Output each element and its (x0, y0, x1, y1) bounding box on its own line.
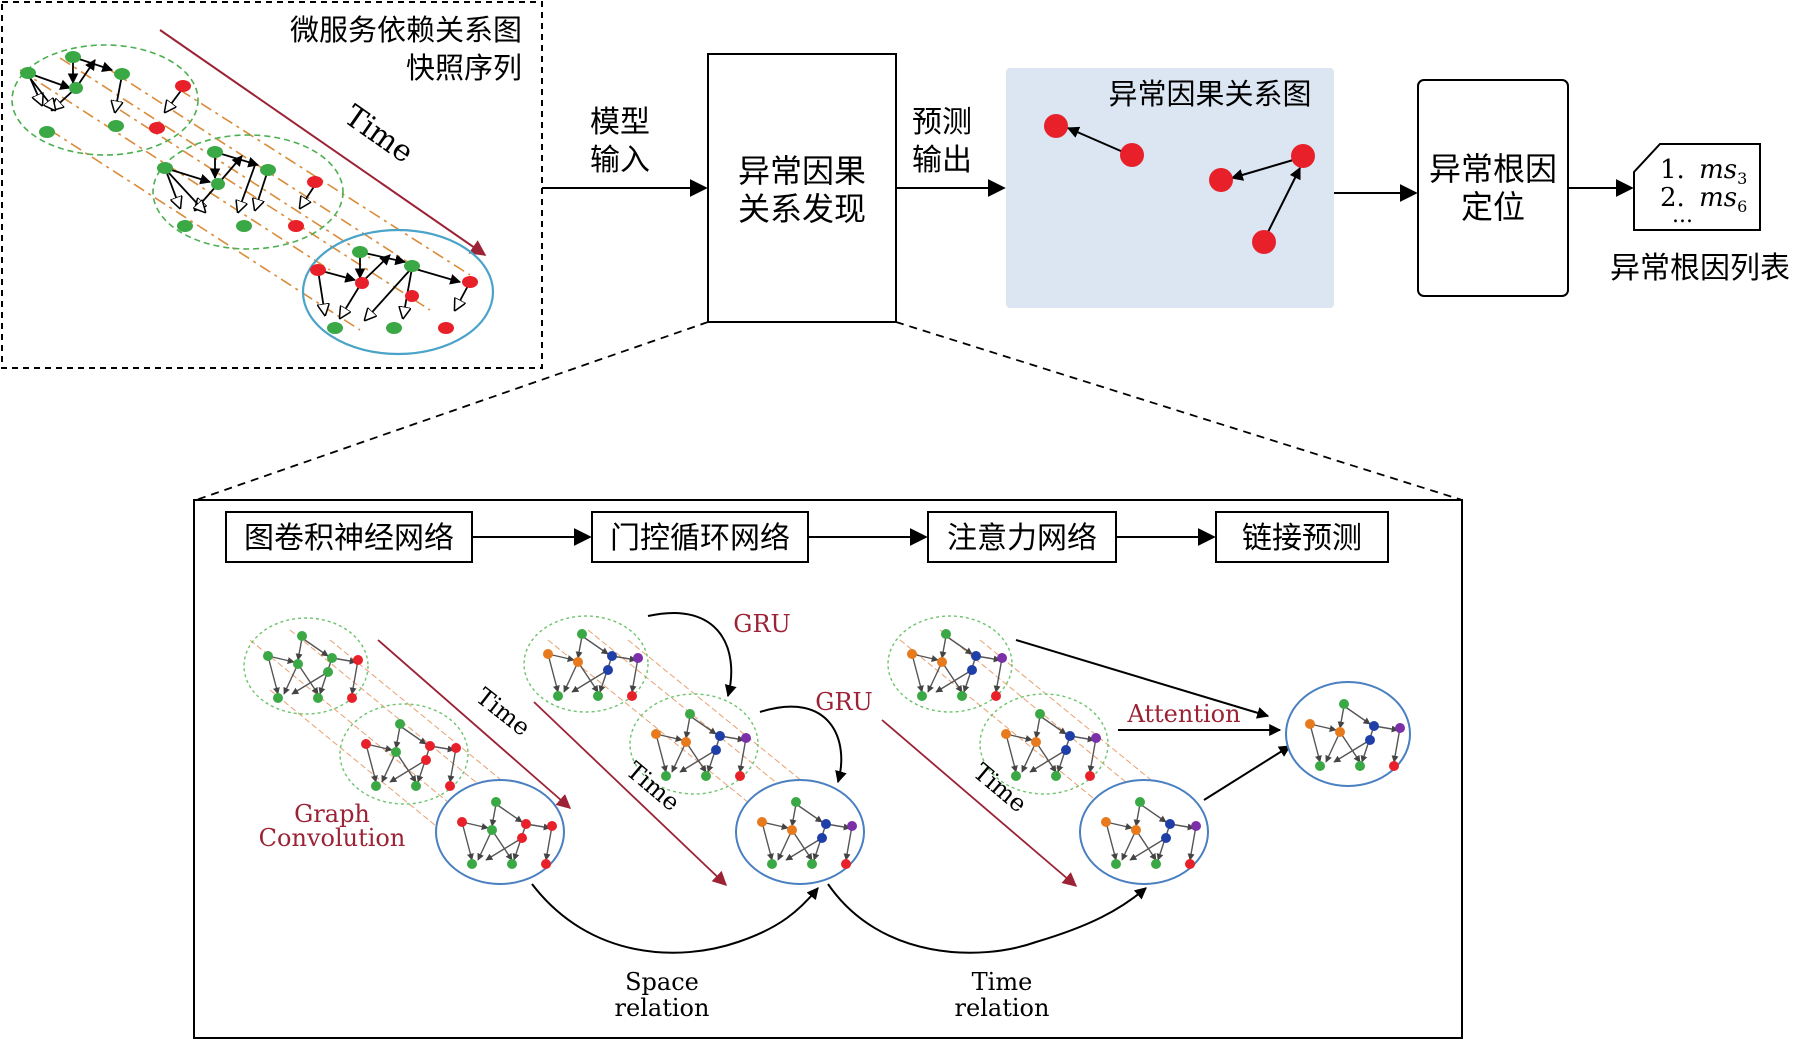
pipeline-stage-attention: 注意力网络 (947, 521, 1097, 556)
pipeline-stage-link-prediction: 链接预测 (1242, 521, 1362, 556)
zoom-guides (195, 321, 1463, 501)
relation-curves (531, 883, 1147, 954)
root-cause-box: 异常根因 定位 (1417, 79, 1569, 297)
detail-panel: 图卷积神经网络 门控循环网络 注意力网络 链接预测 (193, 499, 1463, 1039)
discovery-line2: 关系发现 (738, 190, 866, 228)
space-relation-line1: Space (625, 968, 699, 996)
graph-convolution-line1: Graph (294, 800, 370, 828)
time-relation-line2: relation (955, 994, 1050, 1022)
attention-label: Attention (1126, 700, 1240, 728)
root-cause-line1: 异常根因 (1429, 150, 1557, 188)
root-list-item1-ms: ms (1699, 155, 1737, 185)
snapshot-time-arrow (159, 29, 487, 256)
discovery-line1: 异常因果 (738, 152, 866, 190)
svg-text:1. ms3: 1. ms3 (1660, 155, 1747, 188)
root-list-ellipsis: ... (1672, 203, 1693, 228)
root-list-item2-sub: 6 (1737, 197, 1747, 216)
root-cause-list: 1. ms3 2. ms6 ... 异常根因列表 (1610, 143, 1790, 286)
snapshot-title-line1: 微服务依赖关系图 (290, 13, 522, 47)
snapshot-title-line2: 快照序列 (406, 51, 522, 85)
root-cause-line2: 定位 (1461, 188, 1525, 226)
pipeline: 图卷积神经网络 门控循环网络 注意力网络 链接预测 (225, 511, 1389, 563)
model-input-line1: 模型 (590, 105, 650, 140)
model-input-line2: 输入 (590, 143, 650, 178)
predict-output-line2: 输出 (912, 143, 972, 178)
snapshot-graph-2 (152, 134, 344, 250)
time-relation-line1: Time (972, 968, 1033, 996)
causal-graph-title: 异常因果关系图 (1108, 77, 1311, 111)
snapshot-panel: 微服务依赖关系图 快照序列 Time (1, 1, 543, 369)
gru-label-2: GRU (815, 688, 872, 716)
root-list-item2-num: 2. (1660, 183, 1685, 213)
root-list-caption: 异常根因列表 (1610, 251, 1790, 286)
causal-discovery-box: 异常因果 关系发现 (707, 53, 897, 323)
root-list-item2-ms: ms (1699, 183, 1737, 213)
root-list-item1-sub: 3 (1737, 169, 1747, 188)
causal-node (1209, 168, 1233, 192)
causal-node (1044, 114, 1068, 138)
document-icon (1633, 143, 1761, 231)
snapshot-graph-1 (11, 44, 199, 156)
pipeline-stage-gcn: 图卷积神经网络 (244, 521, 454, 556)
predict-output-line1: 预测 (912, 105, 972, 140)
snapshot-graph-3 (301, 228, 495, 356)
root-list-item1-num: 1. (1660, 155, 1685, 185)
gru-label-1: GRU (733, 610, 790, 638)
space-relation-line2: relation (615, 994, 710, 1022)
snapshot-time-label: Time (338, 98, 420, 170)
causal-node (1120, 143, 1144, 167)
graph-convolution-line2: Convolution (259, 824, 406, 852)
svg-text:2. ms6: 2. ms6 (1660, 183, 1747, 216)
causal-node (1252, 230, 1276, 254)
causal-graph-panel: 异常因果关系图 (1006, 68, 1334, 308)
causal-node (1291, 144, 1315, 168)
attention-column: Time Attention (881, 615, 1411, 887)
pipeline-stage-gru: 门控循环网络 (610, 521, 790, 556)
